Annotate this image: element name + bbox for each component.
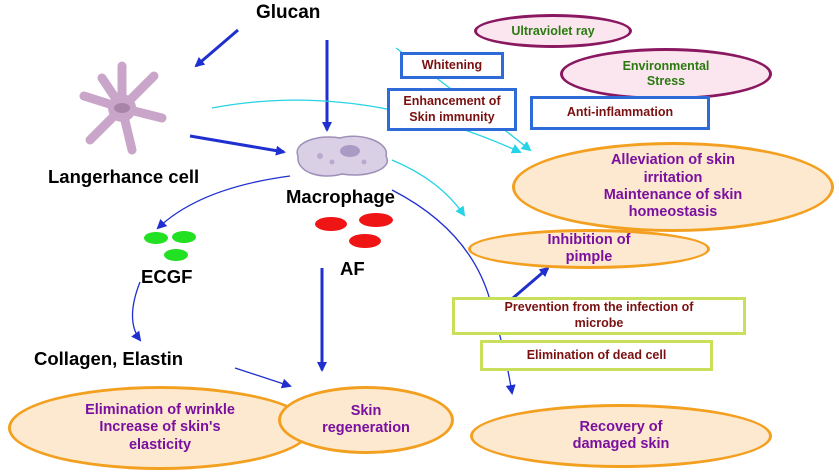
macrophage-icon	[296, 135, 389, 177]
glucan-label: Glucan	[256, 2, 321, 23]
ultraviolet-oval: Ultraviolet ray	[474, 14, 632, 48]
arrow-macrophage-to-ecgf	[156, 175, 291, 230]
ecgf-label: ECGF	[141, 266, 193, 287]
arrow-langerhans-to-macrophage	[189, 134, 286, 156]
arrow-cyan-to-pimple	[391, 159, 466, 217]
alleviation-oval: Alleviation of skin irritation Maintenan…	[512, 142, 834, 232]
arrow-ecgf-to-collagen	[131, 281, 142, 342]
arrow-collagen-to-regeneration	[234, 367, 292, 389]
ecgf-dots-icon	[144, 231, 196, 261]
af-label: AF	[340, 258, 365, 279]
langerhans-cell-icon	[79, 61, 167, 155]
arrow-cyan-to-alleviation	[211, 99, 522, 154]
langerhans-label: Langerhance cell	[48, 166, 200, 187]
af-dots-icon	[315, 213, 393, 248]
arrow-prevention-to-pimple	[512, 266, 550, 300]
whitening-box: Whitening	[400, 52, 504, 79]
collagen-elastin-label: Collagen, Elastin	[34, 348, 184, 369]
anti-inflammation-box: Anti-inflammation	[530, 96, 710, 130]
arrow-glucan-to-langerhans	[194, 28, 239, 68]
wrinkle-elasticity-oval: Elimination of wrinkle Increase of skin'…	[8, 386, 312, 470]
macrophage-label: Macrophage	[286, 186, 395, 207]
dead-cell-box: Elimination of dead cell	[480, 340, 713, 371]
